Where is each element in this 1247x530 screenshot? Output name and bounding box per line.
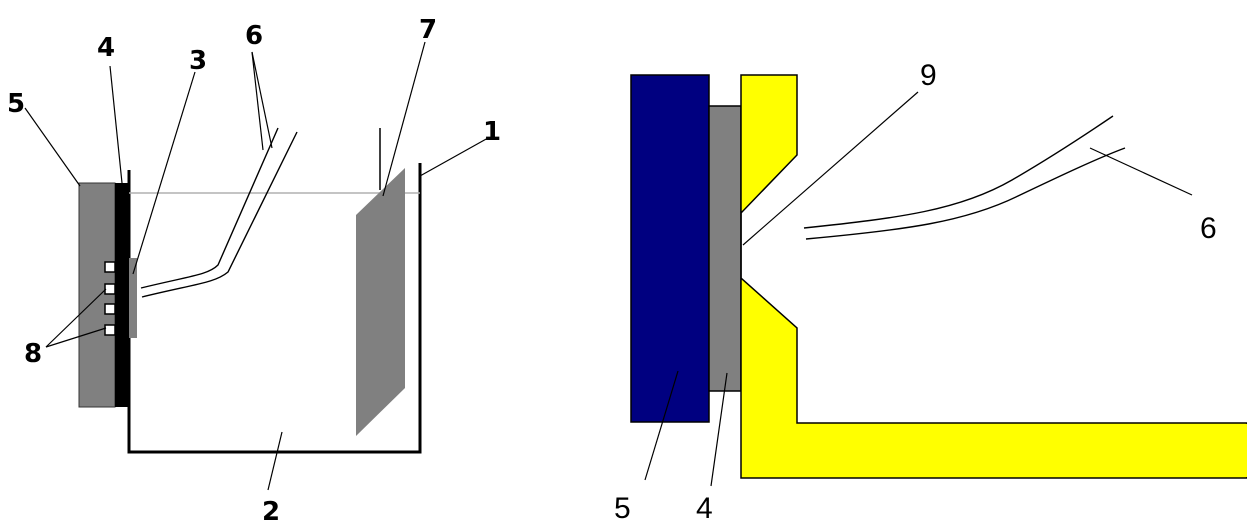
label-5-right: 5: [614, 492, 631, 525]
leader-line-6b: [251, 51, 273, 149]
gray-layer: [708, 105, 742, 392]
capillary-tube-line: [141, 131, 298, 298]
label-7: 7: [419, 15, 437, 45]
label-3: 3: [189, 46, 207, 76]
label-8: 8: [24, 339, 42, 369]
leader-line-6-right: [1089, 147, 1193, 196]
sample-strip: [129, 258, 137, 338]
label-1: 1: [483, 117, 501, 147]
yellow-cell-body: [740, 74, 1247, 479]
square-marker: [104, 261, 116, 273]
leader-line-8a: [45, 288, 107, 348]
leader-line-2: [267, 431, 283, 491]
label-4-right: 4: [696, 492, 713, 525]
square-marker: [104, 324, 116, 336]
leader-line-5: [24, 107, 81, 187]
leader-line-3: [132, 71, 196, 275]
capillary-tube-line: [140, 127, 279, 289]
leader-line-8b: [45, 327, 107, 348]
square-marker: [104, 283, 116, 295]
left-diagram: 1 2 3 4 5 6 7 8: [7, 15, 501, 527]
counter-electrode: [356, 168, 405, 436]
label-9: 9: [920, 59, 937, 92]
dark-layer: [115, 183, 129, 407]
leader-line-1: [419, 137, 489, 177]
navy-block: [630, 74, 710, 423]
capillary-tube-line: [805, 147, 1126, 240]
right-diagram: 9 6 5 4: [614, 59, 1247, 525]
holder-block: [78, 182, 116, 408]
leader-line-5-right: [644, 370, 679, 481]
leader-line-6a: [251, 51, 264, 151]
square-marker: [104, 303, 116, 315]
leader-line-4: [109, 65, 123, 184]
label-6: 6: [245, 21, 263, 51]
capillary-tube-line: [803, 115, 1114, 229]
leader-line-9: [742, 91, 919, 246]
label-5: 5: [7, 89, 25, 119]
label-2: 2: [262, 497, 280, 527]
label-4: 4: [97, 33, 115, 63]
leader-line-7: [382, 41, 426, 197]
leader-line-4-right: [710, 372, 728, 487]
label-6-right: 6: [1200, 212, 1217, 245]
